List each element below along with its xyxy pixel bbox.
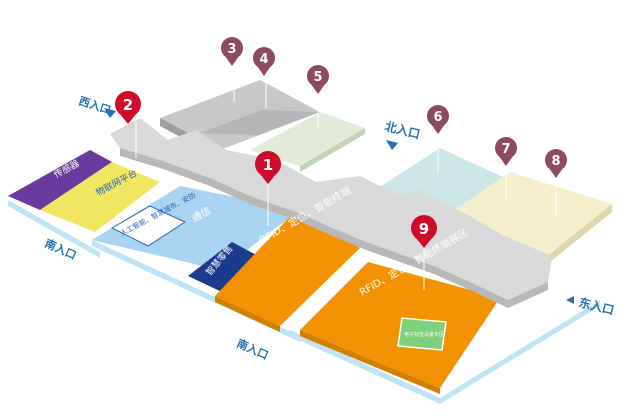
marker-6-label: 6	[433, 110, 442, 125]
label-green-booth: 电子标签设备专区	[404, 331, 444, 338]
corridor	[110, 118, 552, 308]
marker-4-label: 4	[259, 52, 268, 67]
ai-zone	[110, 205, 187, 247]
east-arrow-icon	[566, 296, 574, 304]
entrance-west: 西入口	[77, 94, 112, 117]
hall-block-5	[250, 112, 365, 172]
marker-3-label: 3	[227, 42, 236, 57]
hall-block-7-8	[440, 172, 612, 266]
smart-retail-zone	[188, 242, 262, 292]
rfid-east-zone	[300, 262, 500, 394]
west-arrow-icon	[104, 108, 116, 118]
sensor-zone	[8, 150, 112, 210]
green-booth	[397, 317, 447, 351]
marker-2[interactable]: 2	[115, 91, 141, 124]
marker-8-label: 8	[551, 154, 560, 169]
marker-7-label: 7	[501, 142, 510, 157]
marker-5[interactable]: 5	[307, 65, 329, 94]
north-arrow-icon	[386, 140, 398, 150]
marker-1[interactable]: 1	[255, 151, 281, 184]
marker-3[interactable]: 3	[221, 37, 243, 66]
marker-9-label: 9	[419, 220, 429, 238]
marker-4[interactable]: 4	[253, 47, 275, 76]
marker-1-label: 1	[263, 156, 273, 174]
marker-2-label: 2	[123, 96, 133, 114]
marker-5-label: 5	[313, 70, 322, 85]
entrance-north: 北入口	[383, 118, 422, 141]
entrance-south-center: 南入口	[235, 336, 271, 362]
communication-zone	[92, 186, 300, 270]
marker-6[interactable]: 6	[427, 105, 449, 134]
marker-8[interactable]: 8	[545, 149, 567, 178]
rfid-center-zone	[215, 208, 360, 332]
marker-9[interactable]: 9	[411, 215, 437, 248]
marker-7[interactable]: 7	[495, 137, 517, 166]
iot-zone	[40, 162, 160, 232]
